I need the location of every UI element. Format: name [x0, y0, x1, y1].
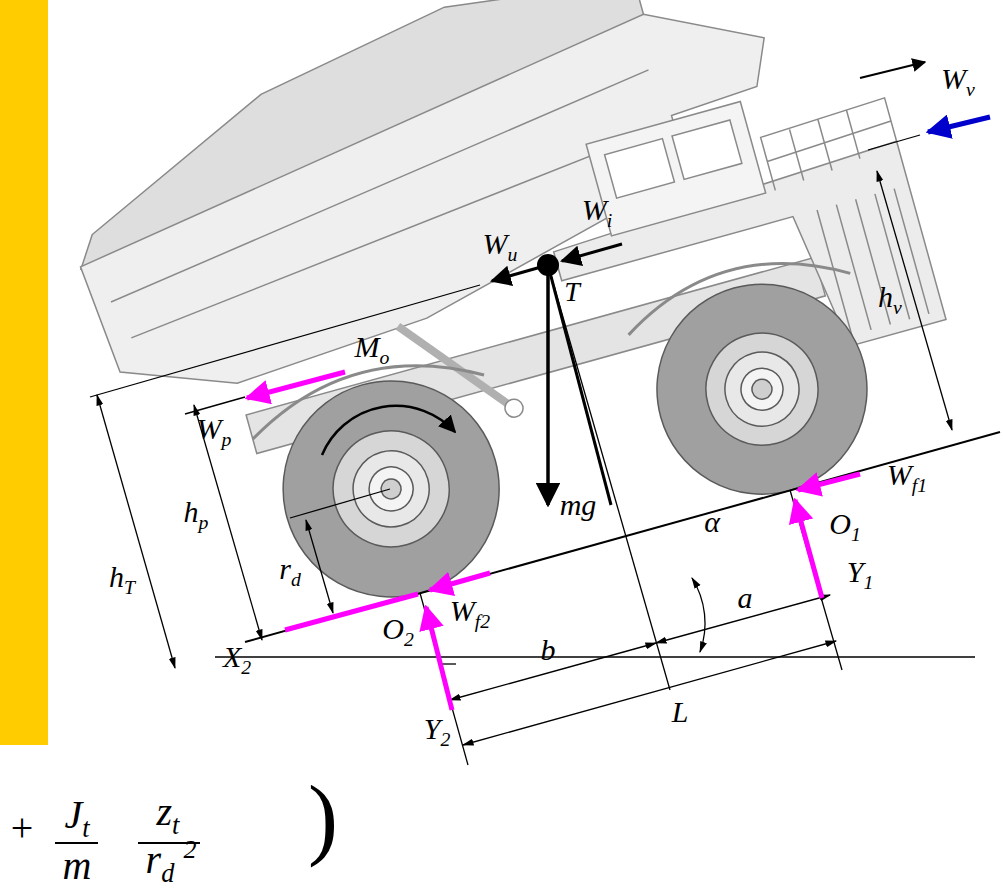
force-arrow	[247, 372, 345, 398]
force-label: Wv	[940, 64, 976, 100]
geometry-lines	[90, 135, 1000, 765]
moment-label: Mo	[354, 332, 391, 368]
force-label: Wp	[196, 414, 233, 450]
fraction-bar	[55, 842, 98, 844]
force-label: Y1	[846, 557, 875, 593]
dimension-label: hv	[877, 282, 903, 318]
dimension-line	[194, 405, 262, 640]
side-bar	[0, 0, 48, 745]
front-wheel	[633, 260, 891, 518]
formula-symbol: m	[62, 846, 93, 886]
horizontal-line	[215, 656, 975, 657]
gravity-arrow	[546, 265, 550, 505]
force-label: Wf1	[886, 460, 928, 496]
force-label: X2	[222, 642, 252, 678]
force-arrow	[430, 573, 490, 590]
motion-arrow	[860, 62, 925, 78]
dimension-line	[463, 641, 836, 745]
formula-symbol: +	[10, 808, 35, 848]
force-label: Y2	[423, 714, 452, 750]
angle-arc	[692, 578, 705, 652]
extension-line	[868, 135, 920, 150]
normal-component	[548, 265, 611, 505]
force-arrow	[798, 474, 860, 490]
extension-line	[90, 285, 480, 397]
dimension-line	[877, 171, 952, 430]
formula-symbol: rd	[145, 839, 176, 886]
rear-wheel	[258, 356, 524, 622]
formula-bracket: )	[307, 773, 339, 863]
dump-truck	[40, 0, 979, 657]
dimension-line	[97, 395, 175, 668]
extension-line	[290, 489, 390, 518]
dimension-label: hT	[108, 562, 136, 598]
angle-label: α	[703, 507, 721, 537]
inertia-arrow	[562, 244, 622, 261]
dimension-label: hp	[183, 497, 210, 533]
formula-bars	[55, 842, 200, 844]
point-label: O1	[828, 509, 862, 545]
cab-window	[605, 139, 675, 198]
point-label: T	[563, 278, 581, 306]
dimension-label: a	[737, 583, 754, 613]
point-label: O2	[381, 614, 415, 650]
forces	[247, 62, 990, 710]
slope-line	[245, 432, 1000, 642]
force-label: Wi	[581, 195, 614, 231]
pivot	[503, 397, 525, 419]
force-label: Wf2	[449, 596, 491, 632]
railing	[759, 98, 900, 191]
cab	[586, 102, 766, 236]
formula-symbol: Jt	[63, 795, 90, 842]
dimension-line	[306, 520, 333, 613]
dimension-label: b	[540, 635, 557, 665]
moment-arrow	[322, 406, 455, 455]
dimension-label: L	[671, 697, 690, 727]
formula-exponent: 2	[183, 837, 198, 863]
extension-line	[548, 265, 670, 690]
force-arrow	[795, 500, 822, 598]
cab-window	[672, 120, 742, 179]
force-arrow	[426, 607, 452, 710]
reaction-forces	[247, 372, 860, 710]
force-label: mg	[559, 490, 598, 520]
dimension-label: rd	[278, 554, 302, 590]
air-drag-arrow	[928, 117, 990, 132]
force-label: Wu	[482, 229, 519, 265]
body-rib	[115, 130, 671, 337]
formula-symbol: zt	[156, 792, 181, 839]
center-of-gravity	[537, 254, 559, 276]
